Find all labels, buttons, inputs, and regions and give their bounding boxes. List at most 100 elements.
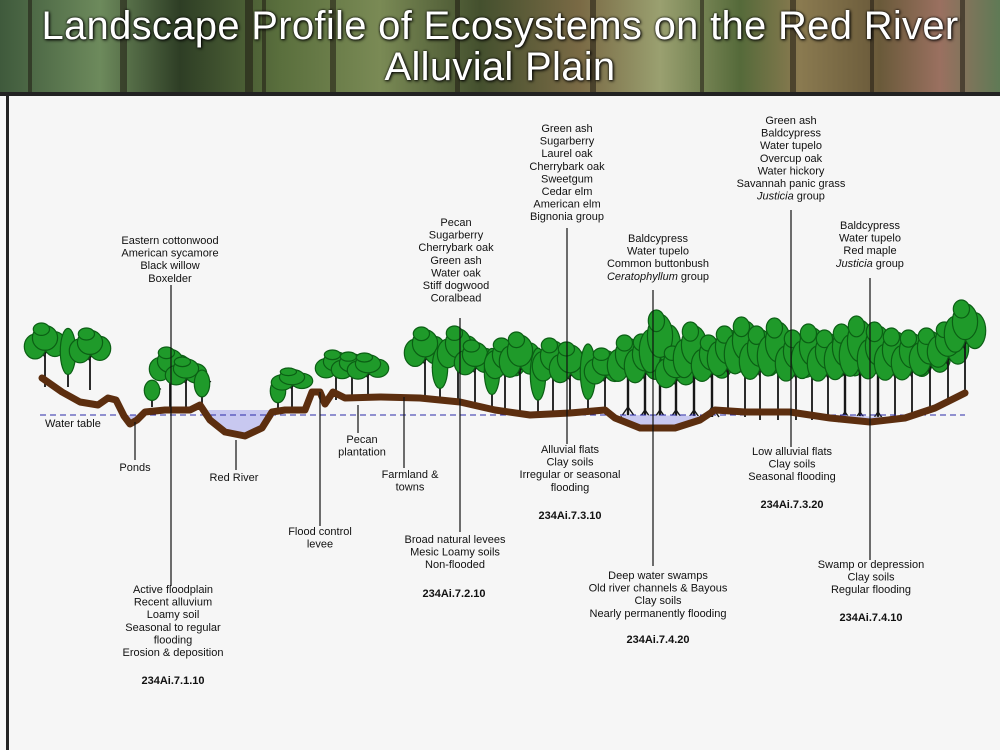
tree <box>164 356 208 407</box>
label-line: Low alluvial flats <box>752 446 833 458</box>
tree-foliage <box>647 309 666 333</box>
label-line: Common buttonbush <box>607 258 709 270</box>
tree-foliage <box>323 349 342 361</box>
ecosystem-code-levee: 234Ai.7.2.10 <box>423 588 486 600</box>
ecosystem-code-low-flats: 234Ai.7.3.20 <box>761 499 824 511</box>
ponds-label: Ponds <box>119 462 151 474</box>
tree-foliage <box>681 321 700 342</box>
tree-foliage <box>507 331 526 349</box>
label-line: Black willow <box>140 260 199 272</box>
label-line: Erosion & deposition <box>123 647 224 659</box>
ecosystem-code-flats: 234Ai.7.3.10 <box>539 510 602 522</box>
tree-foliage <box>193 369 211 398</box>
label-line: Ceratophyllum group <box>607 271 709 283</box>
tree-foliage <box>732 316 751 338</box>
label-line: Deep water swamps <box>608 570 708 582</box>
page-title: Landscape Profile of Ecosystems on the R… <box>41 4 959 89</box>
tree-foliage <box>77 327 96 341</box>
label-line: Sugarberry <box>540 136 595 148</box>
farmland-towns-label: Farmland &towns <box>382 469 440 494</box>
italic-term: Ceratophyllum <box>607 271 678 283</box>
label-line: Baldcypress <box>840 220 900 232</box>
tree-foliage <box>847 315 866 338</box>
leader-lines <box>134 210 871 586</box>
label-line: Pecan <box>346 434 377 446</box>
label-line: Cherrybark oak <box>529 161 605 173</box>
label-line: Swamp or depression <box>818 559 924 571</box>
tree <box>68 327 112 390</box>
label-line: Baldcypress <box>628 233 688 245</box>
tree-foliage <box>412 326 431 342</box>
label-line: Alluvial flats <box>541 444 600 456</box>
label-line: Water tupelo <box>627 246 689 258</box>
tree-foliage <box>615 334 634 352</box>
label-line: Flood control <box>288 526 352 538</box>
tree <box>943 299 987 392</box>
ecosystem-code-floodplain: 234Ai.7.1.10 <box>142 675 205 687</box>
tree-foliage <box>540 337 559 354</box>
left-border <box>6 96 9 750</box>
tree-foliage <box>32 322 51 336</box>
tree <box>270 367 314 408</box>
water-table-label: Water table <box>45 418 101 430</box>
label-line: Red maple <box>843 245 896 257</box>
label-line: Water tupelo <box>839 233 901 245</box>
label-line: Overcup oak <box>760 153 823 165</box>
label-line: flooding <box>551 482 590 494</box>
label-line: Clay soils <box>634 595 682 607</box>
label-line: Boxelder <box>148 273 192 285</box>
label-line: Active floodplain <box>133 584 213 596</box>
label-line: Cherrybark oak <box>418 242 494 254</box>
tree-foliage <box>279 367 298 377</box>
label-line: Loamy soil <box>147 609 200 621</box>
label-line: towns <box>396 482 425 494</box>
tree-foliage <box>173 356 192 368</box>
tree <box>143 379 162 407</box>
terrain-layer <box>38 374 969 440</box>
label-line: Clay soils <box>768 459 816 471</box>
tree-foliage <box>765 317 784 339</box>
label-line: Cedar elm <box>542 186 593 198</box>
ecosystem-code-swamp: 234Ai.7.4.20 <box>627 634 690 646</box>
header-banner: Landscape Profile of Ecosystems on the R… <box>0 0 1000 92</box>
tree-layer <box>23 299 987 423</box>
ecosystem-code-depression: 234Ai.7.4.10 <box>840 612 903 624</box>
label-line: plantation <box>338 447 386 459</box>
label-line: Justicia group <box>756 191 825 203</box>
ground-profile <box>38 374 969 440</box>
tree-foliage <box>445 325 464 341</box>
tree-foliage <box>143 379 161 402</box>
tree-foliage <box>747 325 766 345</box>
label-line: Ponds <box>119 462 151 474</box>
label-line: Green ash <box>765 115 816 127</box>
label-line: Sweetgum <box>541 173 593 185</box>
label-line: Farmland & <box>382 469 440 481</box>
tree-foliage <box>865 321 884 343</box>
tree-foliage <box>157 346 176 360</box>
italic-term: Justicia <box>756 191 794 203</box>
label-line: Water oak <box>431 267 481 279</box>
label-line: Mesic Loamy soils <box>410 547 500 559</box>
label-line: Eastern cottonwood <box>121 235 218 247</box>
label-line: Regular flooding <box>831 584 911 596</box>
tree-foliage <box>952 299 971 319</box>
label-line: Non-flooded <box>425 559 485 571</box>
label-line: Bignonia group <box>530 211 604 223</box>
label-line: Clay soils <box>546 457 594 469</box>
label-line: Nearly permanently flooding <box>590 608 727 620</box>
tree <box>346 352 390 400</box>
label-line: Green ash <box>541 123 592 135</box>
label-line: Pecan <box>440 217 471 229</box>
tree <box>403 326 447 397</box>
label-line: American elm <box>533 199 600 211</box>
tree-foliage <box>815 329 834 349</box>
